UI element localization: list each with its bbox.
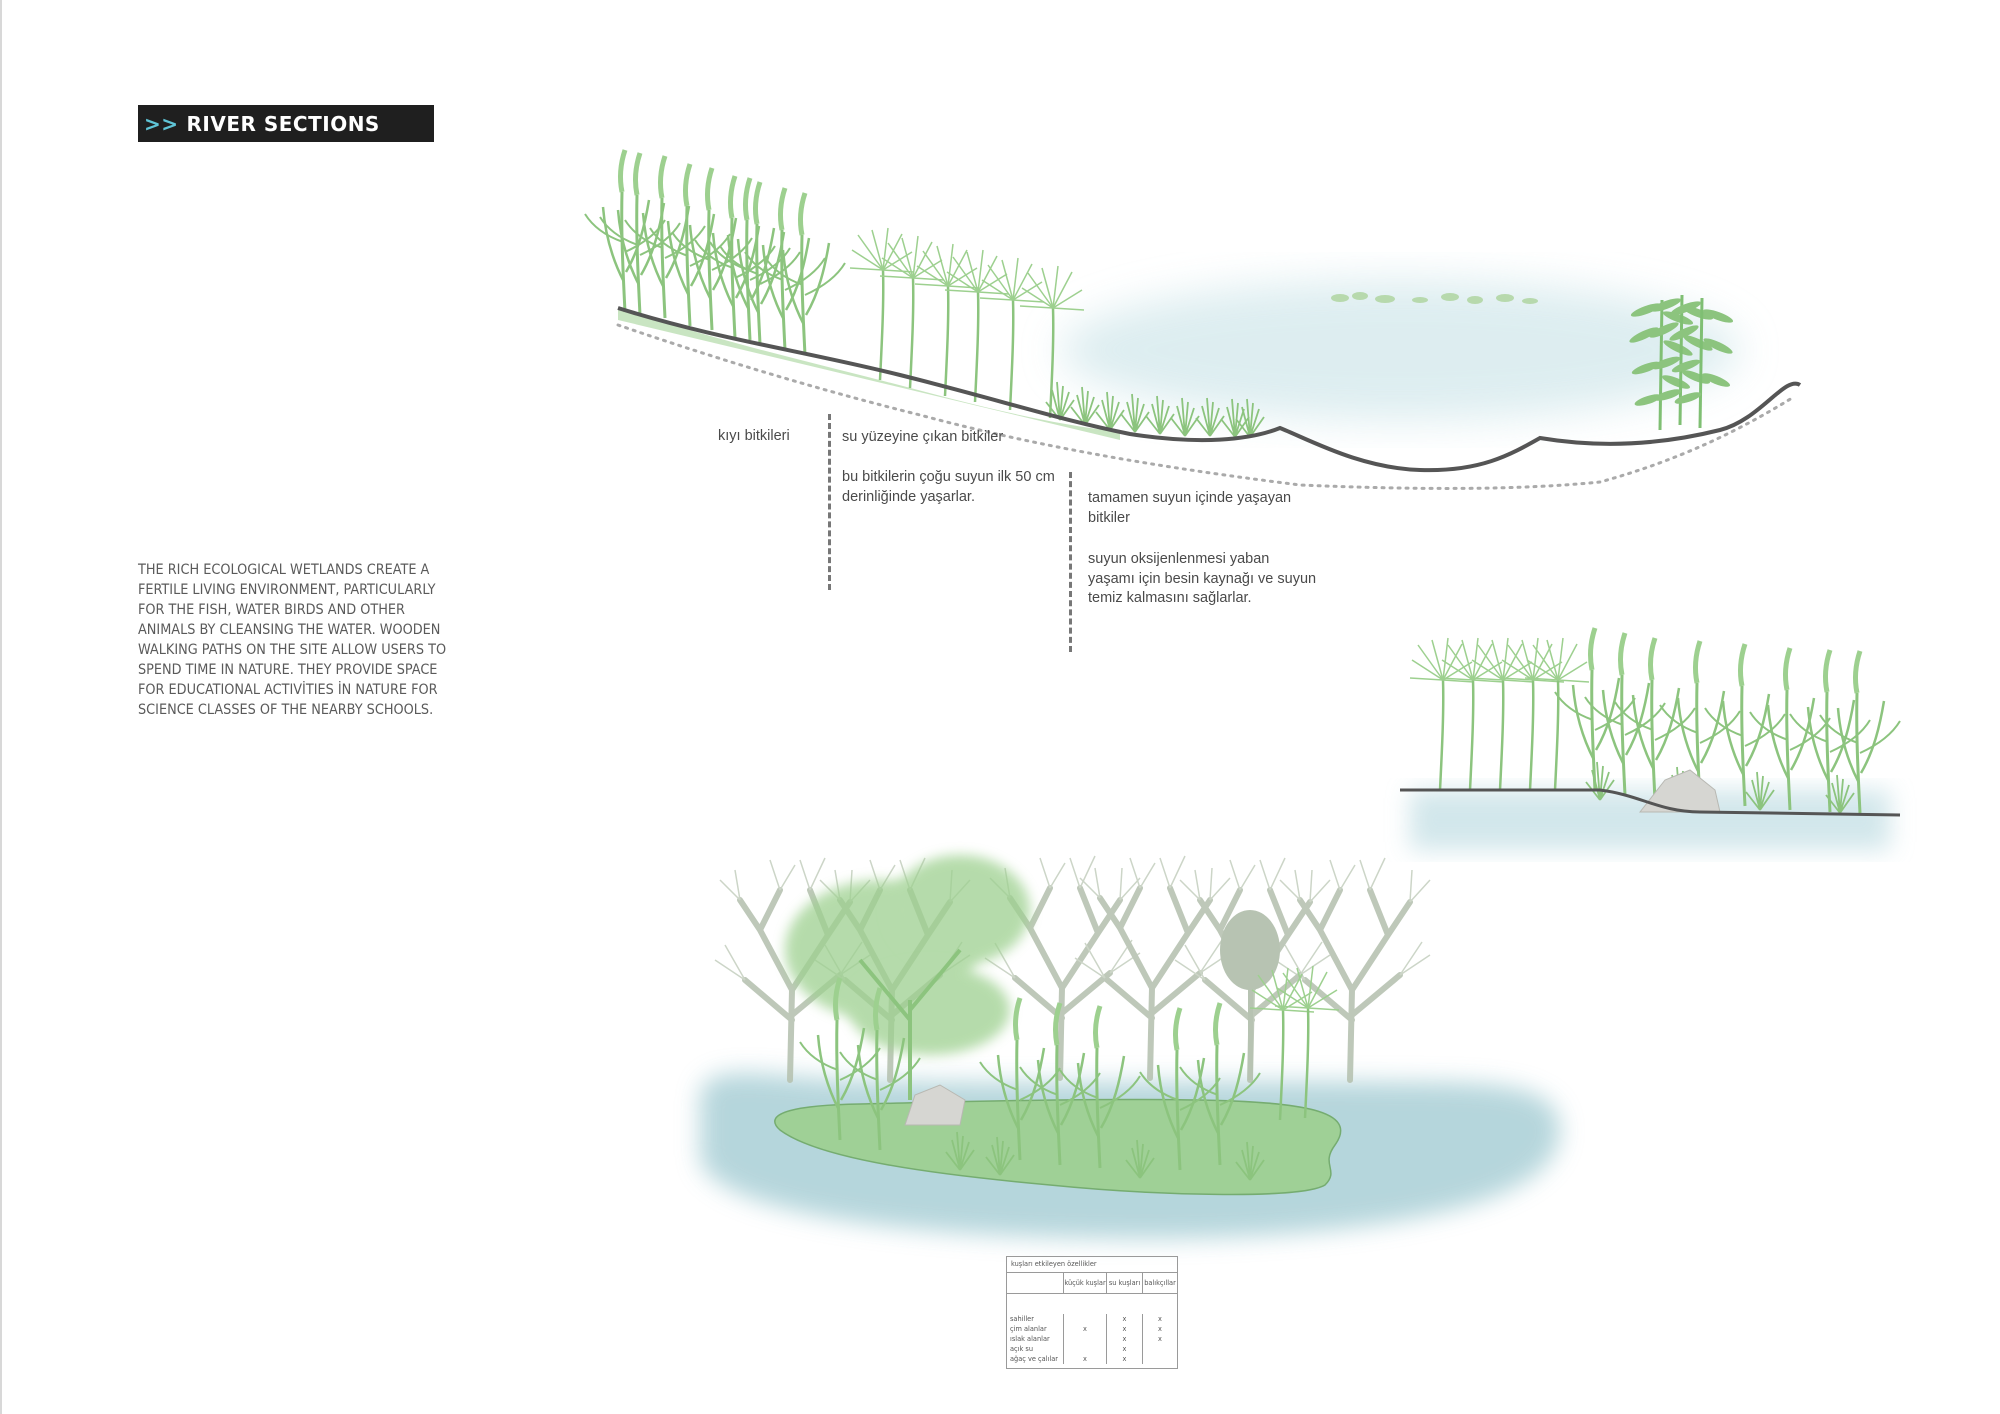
label-shore-plants: kıyı bitkileri	[718, 428, 790, 444]
label-submerged-plants: tamamen suyun içinde yaşayan bitkiler	[1088, 490, 1292, 526]
papyrus-cluster	[848, 226, 1086, 420]
table-header-cell: su kuşları	[1107, 1273, 1143, 1293]
table-row: ıslak alanlar x x	[1007, 1334, 1177, 1344]
table-cell: x	[1158, 1335, 1162, 1343]
note-emergent-plants: bu bitkilerin çoğu suyun ilk 50 cm derin…	[842, 469, 1055, 505]
table-cell	[1064, 1344, 1107, 1354]
table-cell	[1143, 1354, 1177, 1364]
table-cell: x	[1107, 1344, 1143, 1354]
island-perspective	[700, 855, 1560, 1239]
top-cross-section	[585, 150, 1802, 490]
shore-reeds	[585, 150, 845, 355]
description-text: THE RICH ECOLOGICAL WETLANDS CREATE A FE…	[138, 562, 447, 718]
table-row-label: ıslak alanlar	[1007, 1334, 1064, 1344]
floating-plants	[1331, 292, 1538, 304]
table-cell: x	[1107, 1314, 1143, 1324]
pine-tree	[1220, 910, 1280, 1080]
table-row-label: sahiller	[1007, 1314, 1064, 1324]
section-title-bar: >> RIVER SECTIONS	[138, 105, 434, 142]
divider-emergent-submerged	[1069, 472, 1072, 652]
divider-shore-emergent	[828, 414, 831, 590]
table-cell: x	[1158, 1315, 1162, 1323]
page-edge-rule	[0, 0, 2, 1414]
table-cell	[1143, 1344, 1177, 1354]
table-cell: x	[1107, 1354, 1143, 1364]
table-row: çim alanlar x x x	[1007, 1324, 1177, 1334]
label-emergent-plants: su yüzeyine çıkan bitkiler	[842, 429, 1004, 445]
table-header-empty	[1007, 1273, 1064, 1293]
page-title: RIVER SECTIONS	[186, 111, 380, 136]
table-header-row: küçük kuşlar su kuşları balıkçıllar	[1007, 1273, 1177, 1294]
table-cell	[1064, 1334, 1107, 1344]
table-cell: x	[1107, 1324, 1143, 1334]
table-row: sahiller x x	[1007, 1314, 1177, 1324]
table-row-label: çim alanlar	[1007, 1324, 1064, 1334]
table-row-label: açık su	[1007, 1344, 1064, 1354]
table-cell: x	[1158, 1325, 1162, 1333]
note-submerged-plants: suyun oksijenlenmesi yaban yaşamı için b…	[1088, 551, 1317, 606]
right-detail-section	[1400, 628, 1900, 850]
table-cell	[1064, 1314, 1107, 1324]
table-cell: x	[1064, 1324, 1107, 1334]
foreground-tree-foliage	[785, 855, 1030, 1055]
table-header-cell: balıkçıllar	[1144, 1279, 1176, 1287]
title-chevron: >>	[144, 111, 179, 136]
table-header-cell: küçük kuşlar	[1064, 1273, 1107, 1293]
table-body: sahiller x x çim alanlar x x x ıslak ala…	[1007, 1294, 1177, 1368]
table-row: açık su x	[1007, 1344, 1177, 1354]
bird-habitat-table: kuşları etkileyen özellikler küçük kuşla…	[1006, 1256, 1178, 1369]
table-row-label: ağaç ve çalılar	[1007, 1354, 1064, 1364]
table-row: ağaç ve çalılar x x	[1007, 1354, 1177, 1364]
table-title: kuşları etkileyen özellikler	[1007, 1257, 1177, 1273]
table-cell: x	[1107, 1334, 1143, 1344]
table-cell: x	[1064, 1354, 1107, 1364]
